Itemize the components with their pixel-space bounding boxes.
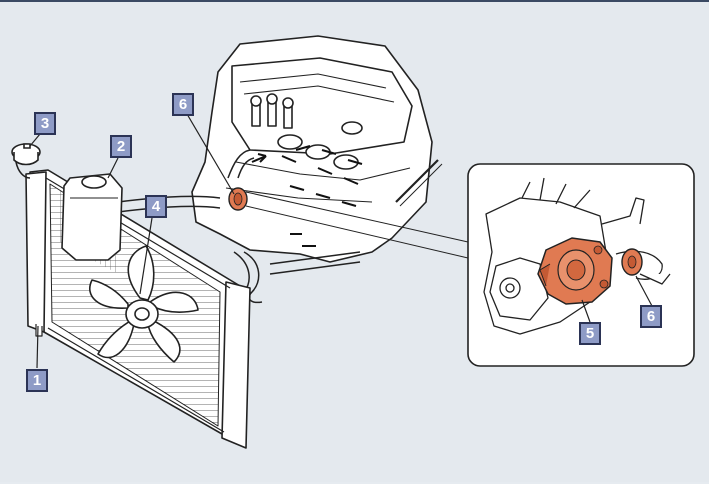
coolant-flow-arrows [251, 145, 363, 247]
thermostat-housing-inset [621, 248, 643, 276]
callout-4-cooling-fan: 4 [145, 195, 167, 218]
coolant-reservoir [61, 173, 123, 261]
callout-6-thermostat-inset: 6 [640, 305, 662, 328]
engine-block [191, 35, 443, 263]
zoom-lines [245, 191, 469, 259]
callout-3-radiator-cap: 3 [34, 112, 56, 135]
radiator-cap [11, 143, 41, 179]
callout-1-radiator: 1 [26, 369, 48, 392]
inset-panel [467, 163, 695, 367]
cooling-fan [89, 245, 199, 363]
callout-6-thermostat-engine: 6 [172, 93, 194, 116]
coolant-hoses [117, 149, 361, 304]
callout-leaders [29, 113, 235, 369]
water-pump [537, 237, 613, 305]
thermostat-housing-engine [228, 187, 248, 211]
callout-5-water-pump: 5 [579, 322, 601, 345]
callout-2-reservoir: 2 [110, 135, 132, 158]
